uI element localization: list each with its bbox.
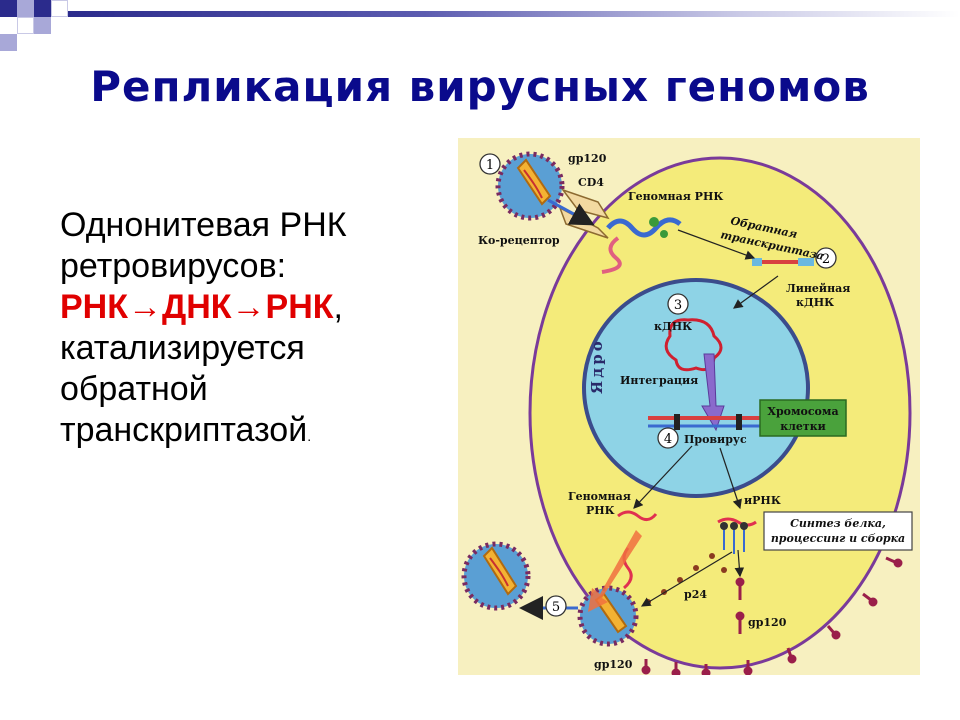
mrna-ribosomes: [717, 517, 757, 554]
header-decoration: [0, 0, 80, 60]
assembly-arrow: [588, 530, 642, 612]
label-p24: p24: [684, 588, 707, 601]
virus-particle-released: [461, 541, 531, 611]
label-integration: Интеграция: [620, 374, 698, 387]
step-number-5: 5: [545, 595, 567, 617]
step-arrow: [734, 549, 745, 578]
text-line: РНК→ДНК→РНК,: [60, 288, 343, 326]
figure-svg: 1 2 3 4 5 gp120 CD4 Ко-рецептор Геномная…: [458, 138, 920, 678]
reverse-transcriptase-dot: [660, 230, 668, 238]
header-square: [51, 0, 68, 17]
reverse-transcriptase-dot: [649, 217, 659, 227]
header-square: [17, 17, 34, 34]
cdna-loop: [664, 318, 723, 372]
nucleus: [582, 278, 810, 498]
body-text: Однонитевая РНК ретровирусов: РНК→ДНК→РН…: [60, 205, 440, 457]
label-cdna: кДНК: [654, 320, 692, 333]
label-gp120-top: gp120: [568, 152, 607, 165]
svg-text:1: 1: [486, 158, 494, 173]
label-linear-cdna: Линейная: [786, 282, 850, 295]
step-number-4: 4: [657, 427, 679, 449]
svg-text:4: 4: [664, 432, 672, 447]
slide-title: Репликация вирусных геномов: [90, 62, 870, 111]
step-number-3: 3: [667, 293, 689, 315]
label-chromosome: клетки: [780, 420, 826, 433]
gp120-molecules: [735, 577, 745, 634]
header-square: [0, 0, 17, 17]
label-synthesis: Синтез белка,: [790, 517, 886, 530]
label-genomic-rna-top: Геномная РНК: [628, 190, 723, 203]
step-number-2: 2: [815, 247, 837, 269]
header-square: [34, 17, 51, 34]
label-synthesis: процессинг и сборка: [771, 532, 905, 545]
retrovirus-replication-figure: 1 2 3 4 5 gp120 CD4 Ко-рецептор Геномная…: [458, 138, 920, 678]
label-coreceptor: Ко-рецептор: [478, 234, 560, 247]
genomic-rna-top: [606, 217, 682, 238]
provirus-chromosome: [648, 414, 768, 430]
genomic-rna-strand: [601, 236, 622, 274]
text-line: обратной: [60, 370, 208, 408]
header-square: [34, 0, 51, 17]
label-gp120-right: gp120: [748, 616, 787, 629]
linear-cdna-end: [752, 258, 762, 266]
label-genomic-rna-bottom: РНК: [586, 504, 615, 517]
text-line: транскриптазой.: [60, 411, 312, 449]
chromosome-box: [759, 399, 847, 437]
entry-arrow: [547, 198, 595, 226]
text-line: ретровирусов:: [60, 247, 287, 285]
header-gradient-bar: [68, 11, 960, 17]
step-number-1: 1: [479, 153, 501, 175]
label-cd4: CD4: [578, 176, 604, 189]
rna-dna-rna-scheme: РНК→ДНК→РНК: [60, 288, 334, 326]
label-nucleus: Ядро: [588, 338, 606, 394]
synthesis-box: [763, 511, 913, 551]
genomic-rna-bottom: [617, 510, 658, 521]
label-genomic-rna-bottom: Геномная: [568, 490, 631, 503]
virus-particle-budding: [577, 585, 639, 647]
step-arrow: [633, 445, 693, 509]
linear-cdna-end: [798, 258, 814, 266]
svg-text:2: 2: [822, 252, 830, 267]
label-mrna: иРНК: [744, 494, 781, 507]
step-arrow: [677, 229, 756, 260]
text-line: катализируется: [60, 329, 305, 367]
label-linear-cdna: кДНК: [796, 296, 834, 309]
label-provirus: Провирус: [684, 433, 747, 446]
label-gp120-bottom: gp120: [594, 658, 633, 671]
label-chromosome: Хромосома: [767, 405, 838, 418]
step-arrow: [733, 275, 779, 309]
step-arrow: [719, 447, 742, 510]
svg-text:3: 3: [674, 298, 682, 313]
svg-text:5: 5: [552, 600, 560, 615]
header-square: [17, 0, 34, 17]
step-arrow: [640, 551, 733, 607]
header-square: [0, 34, 17, 51]
text-line: Однонитевая РНК: [60, 206, 347, 244]
virus-particle-1: [495, 151, 565, 221]
